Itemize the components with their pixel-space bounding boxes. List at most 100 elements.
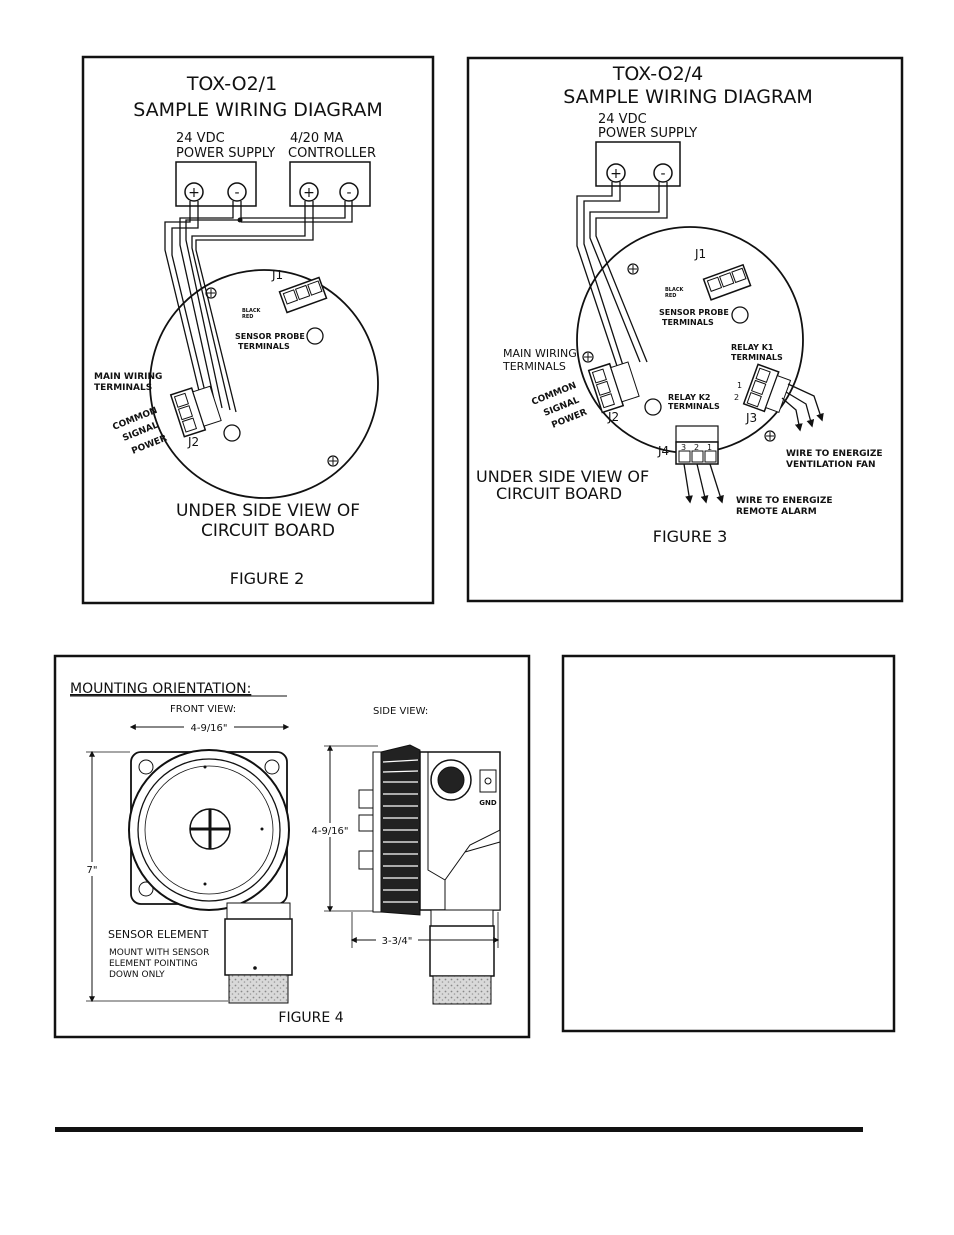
fig2-underside-label-2: CIRCUIT BOARD [201, 521, 335, 541]
fig3-relay-k2-label-2: TERMINALS [668, 402, 720, 411]
fig2-underside-label-1: UNDER SIDE VIEW OF [176, 501, 360, 521]
fig2-probe-hole [306, 327, 324, 345]
fig3-fan-wire-label-2: VENTILATION FAN [786, 460, 876, 470]
fig3-j2-terminal-block [587, 361, 640, 414]
fig2-main-wiring-label-2: TERMINALS [94, 383, 152, 393]
fig3-alarm-wire-label-1: WIRE TO ENERGIZE [736, 496, 833, 506]
fig2-ctrl-minus-sign: - [346, 185, 351, 201]
fig3-black-wire-label: BLACK [665, 287, 685, 293]
figure-3-panel: TOX-O2/4 SAMPLE WIRING DIAGRAM 24 VDC PO… [466, 56, 904, 603]
fig3-psu-label: POWER SUPPLY [598, 126, 697, 141]
fig2-power-supply-box [175, 161, 257, 207]
fig4-total-height-label: 7" [87, 865, 98, 876]
fig4-front-bolt-tr [264, 759, 280, 775]
fig3-caption: FIGURE 3 [653, 527, 728, 546]
fig2-psu-minus-sign: - [234, 185, 239, 201]
blank-panel [561, 654, 896, 1033]
figure-3-frame [466, 56, 904, 603]
fig3-j4-terminal-block [675, 425, 719, 465]
fig3-j3-pin-2: 2 [734, 393, 739, 402]
figure-2-panel: TOX-O2/1 SAMPLE WIRING DIAGRAM 24 VDC PO… [81, 55, 435, 605]
fig3-diagram-title: SAMPLE WIRING DIAGRAM [563, 86, 813, 108]
fig4-sensor-element-label: SENSOR ELEMENT [108, 928, 209, 941]
fig2-model-title: TOX-O2/1 [186, 73, 277, 95]
fig2-black-wire-label: BLACK [242, 308, 262, 314]
fig3-psu-minus-sign: - [660, 166, 665, 182]
fig3-mount-screw-left [582, 351, 594, 363]
fig3-relay-k1-label-1: RELAY K1 [731, 343, 774, 352]
fig3-model-title: TOX-O2/4 [612, 63, 703, 85]
fig2-hole-lower [223, 424, 241, 442]
fig3-alarm-wires [683, 463, 724, 504]
fig2-red-wire-label: RED [242, 314, 253, 320]
fig3-j4-pin-2: 2 [694, 443, 699, 452]
fig4-front-sensor-collar [226, 902, 291, 920]
fig4-heading: MOUNTING ORIENTATION: [70, 681, 251, 697]
fig3-relay-k2-label-1: RELAY K2 [668, 393, 711, 402]
fig2-caption: FIGURE 2 [230, 569, 305, 588]
fig2-psu-voltage: 24 VDC [176, 131, 225, 146]
fig2-j2-terminal-block [169, 385, 222, 438]
fig3-j3-terminal-block [742, 363, 792, 414]
fig3-psu-minus-terminal [653, 163, 673, 183]
fig3-underside-label-2: CIRCUIT BOARD [496, 484, 622, 503]
fig4-front-bolt-tl [138, 759, 154, 775]
fig4-front-bolt-bl [138, 881, 154, 897]
fig4-front-sensor-filter [228, 974, 289, 1004]
fig3-underside-label-1: UNDER SIDE VIEW OF [476, 467, 649, 486]
fig3-j1-label: J1 [694, 247, 706, 261]
fig3-mount-screw-bottom [764, 430, 776, 442]
fig4-mount-note-3: DOWN ONLY [109, 970, 165, 980]
fig3-psu-plus-sign: + [610, 166, 622, 182]
fig3-probe-label-2: TERMINALS [662, 318, 714, 327]
fig4-side-sensor-collar [430, 909, 494, 927]
fig3-j4-pin-3: 3 [681, 443, 686, 452]
fig3-j3-label: J3 [745, 411, 757, 425]
fig2-mount-screw-bottom [327, 455, 339, 467]
fig2-psu-plus-sign: + [188, 185, 200, 201]
figure-4-panel: MOUNTING ORIENTATION: FRONT VIEW: SIDE V… [53, 654, 531, 1039]
footer-rule [55, 1127, 863, 1132]
fig4-mount-note-1: MOUNT WITH SENSOR [109, 948, 209, 958]
fig4-front-cover-inner [137, 758, 281, 902]
figure-4-frame [53, 654, 531, 1039]
fig4-side-housing [358, 744, 501, 916]
fig2-main-wiring-label-1: MAIN WIRING [94, 372, 162, 382]
fig2-mount-screw-top [205, 287, 217, 299]
fig2-psu-minus-terminal [227, 182, 247, 202]
fig4-side-sensor-element [429, 925, 495, 977]
fig3-fan-wire-label-1: WIRE TO ENERGIZE [786, 449, 883, 459]
fig2-psu-plus-terminal [184, 182, 204, 202]
fig2-j2-label: J2 [187, 435, 199, 449]
fig3-j3-pin-1: 1 [737, 381, 742, 390]
fig3-j4-pin-1: 1 [707, 443, 712, 452]
fig3-power-supply-box [595, 141, 681, 187]
fig2-wire-junction [237, 217, 243, 223]
fig4-depth-label: 3-3/4" [382, 936, 413, 947]
fig3-probe-hole [731, 306, 749, 324]
fig4-side-height-label: 4-9/16" [311, 826, 348, 837]
fig4-mount-note-2: ELEMENT POINTING [109, 959, 198, 969]
fig4-side-sensor-filter [432, 975, 492, 1005]
fig2-diagram-title: SAMPLE WIRING DIAGRAM [133, 99, 383, 121]
fig3-alarm-wire-label-2: REMOTE ALARM [736, 507, 817, 517]
fig2-controller-box [289, 161, 371, 207]
fig4-width-label: 4-9/16" [190, 723, 227, 734]
fig3-hole-lower [644, 398, 662, 416]
fig3-psu-voltage: 24 VDC [598, 112, 647, 127]
fig4-side-view-label: SIDE VIEW: [373, 706, 428, 717]
fig3-j4-label: J4 [657, 444, 669, 458]
fig3-red-wire-label: RED [665, 293, 676, 299]
fig2-circuit-board [149, 269, 379, 499]
fig2-probe-label-1: SENSOR PROBE [235, 332, 305, 341]
fig2-wiring [164, 201, 353, 413]
fig3-main-wiring-label-1: MAIN WIRING [503, 347, 577, 360]
fig3-psu-plus-terminal [606, 163, 626, 183]
fig4-front-view-label: FRONT VIEW: [170, 704, 236, 715]
fig3-j2-label: J2 [607, 410, 619, 424]
fig2-j1-terminal-block [278, 276, 328, 314]
fig2-controller-label: CONTROLLER [288, 146, 376, 161]
fig2-probe-label-2: TERMINALS [238, 342, 290, 351]
fig2-controller-range: 4/20 MA [290, 131, 344, 146]
